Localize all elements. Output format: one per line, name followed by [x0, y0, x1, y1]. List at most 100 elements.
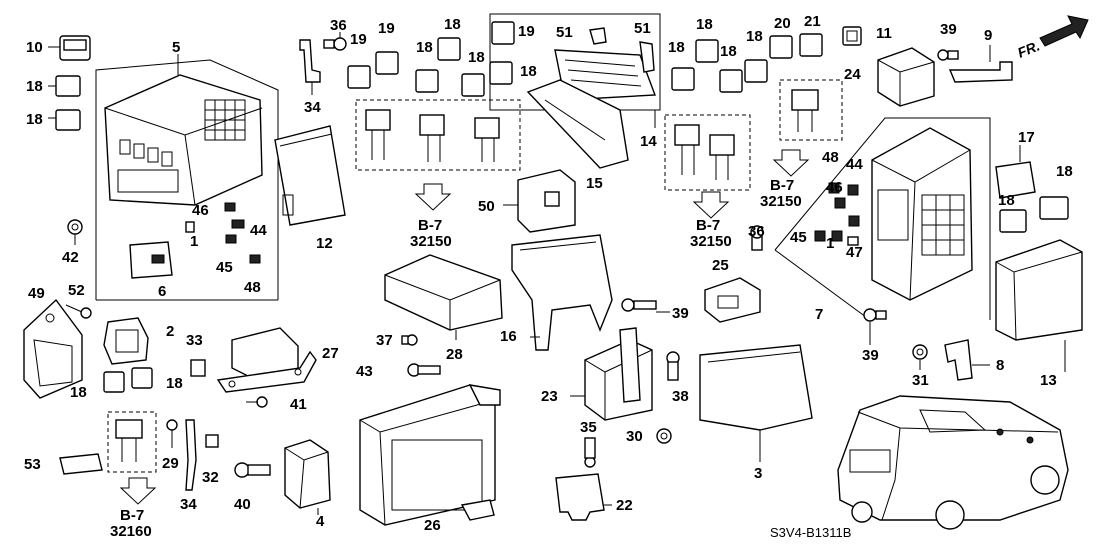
part-8-bracket	[944, 339, 990, 381]
ref-code: 32150	[690, 233, 732, 250]
label-48: 48	[822, 149, 839, 166]
part-49-sensor	[23, 298, 83, 399]
part-50-relay-box	[503, 169, 576, 233]
label-14: 14	[640, 133, 657, 150]
ref-page: B-7	[418, 217, 442, 234]
part-25-sensor	[704, 277, 761, 323]
relay-socket-group-far-right	[779, 79, 843, 141]
label-18: 18	[668, 39, 685, 56]
front-direction-arrow	[1039, 15, 1089, 47]
label-18: 18	[416, 39, 433, 56]
label-7: 7	[815, 306, 823, 323]
part-2-switch	[103, 317, 149, 365]
part-46-fuse	[224, 202, 236, 212]
part-31-grommet	[912, 344, 928, 370]
ref-page: B-7	[120, 507, 144, 524]
fuse-box-7-assembly	[774, 117, 991, 321]
label-8: 8	[996, 357, 1004, 374]
part-18-relay-right-cluster	[671, 39, 768, 93]
label-36: 36	[330, 17, 347, 34]
part-9-bracket	[948, 45, 1013, 83]
part-16-bracket	[511, 234, 613, 351]
part-53-label	[59, 453, 103, 475]
label-16: 16	[500, 328, 517, 345]
part-11-module	[877, 47, 935, 107]
part-6-cover	[129, 241, 173, 279]
label-36: 36	[748, 223, 765, 240]
label-32: 32	[202, 469, 219, 486]
label-26: 26	[424, 517, 441, 534]
callout-labels: 10 5 18 18 36 19 19 18 18 18 18 19 51 51…	[24, 13, 1073, 534]
part-19-relay-a	[347, 65, 371, 89]
part-26-ecu	[359, 384, 501, 526]
label-39: 39	[862, 347, 879, 364]
label-19: 19	[378, 20, 395, 37]
label-34: 34	[304, 99, 321, 116]
label-47: 47	[846, 244, 863, 261]
part-17-relay	[995, 145, 1036, 199]
vehicle-silhouette	[837, 395, 1069, 530]
part-38-bolt	[666, 351, 680, 381]
part-23-module	[570, 327, 653, 421]
part-35-bolt	[584, 437, 596, 468]
part-18-relay-left-1	[48, 75, 81, 97]
reference-arrow-2	[692, 191, 730, 219]
part-42-grommet	[67, 219, 83, 245]
reference-label-2: B-7 32150	[690, 217, 732, 250]
label-20: 20	[774, 15, 791, 32]
label-34: 34	[180, 496, 197, 513]
part-34-clip-bottom	[185, 419, 197, 491]
label-10: 10	[26, 39, 43, 56]
label-15: 15	[586, 175, 603, 192]
label-19: 19	[350, 31, 367, 48]
label-43: 43	[356, 363, 373, 380]
part-19-relay-c	[491, 21, 515, 45]
label-1: 1	[826, 235, 834, 252]
label-18: 18	[1056, 163, 1073, 180]
part-22-relay	[555, 473, 612, 521]
label-53: 53	[24, 456, 41, 473]
part-37-bolt	[401, 334, 418, 346]
label-39: 39	[672, 305, 689, 322]
part-15-cover	[526, 79, 629, 169]
diagram-code: S3V4-B1311B	[770, 525, 851, 540]
label-18: 18	[696, 16, 713, 33]
label-46: 46	[826, 179, 843, 196]
label-27: 27	[322, 345, 339, 362]
label-42: 42	[62, 249, 79, 266]
part-43-bolt	[407, 363, 441, 377]
part-34-clip-top	[299, 39, 321, 95]
label-9: 9	[984, 27, 992, 44]
part-12-control-unit	[274, 125, 346, 226]
label-11: 11	[876, 25, 892, 42]
part-36-bolt-center	[750, 225, 764, 251]
part-39-bolt-center	[621, 298, 670, 313]
part-3-bracket	[699, 344, 813, 462]
part-33-nut	[190, 359, 206, 377]
label-45: 45	[790, 229, 807, 246]
label-45: 45	[216, 259, 233, 276]
label-30: 30	[626, 428, 643, 445]
label-37: 37	[376, 332, 393, 349]
part-41-screw	[246, 396, 268, 408]
reference-arrow-4	[119, 477, 157, 505]
part-32-nut	[205, 434, 219, 448]
ref-code: 32160	[110, 523, 152, 540]
part-29-screw	[166, 419, 178, 448]
part-40-bolt	[234, 462, 271, 478]
ref-page: B-7	[770, 177, 794, 194]
relay-socket-group-right	[664, 114, 751, 191]
label-48: 48	[244, 279, 261, 296]
label-51: 51	[556, 24, 573, 41]
label-44: 44	[250, 222, 267, 239]
relay-socket-group-bottom-left	[107, 411, 157, 473]
label-21: 21	[804, 13, 821, 30]
part-18-relay-right-a	[1039, 196, 1069, 220]
label-5: 5	[172, 39, 180, 56]
ref-page: B-7	[696, 217, 720, 234]
label-2: 2	[166, 323, 174, 340]
part-36-bolt-top	[323, 32, 347, 51]
label-18: 18	[746, 28, 763, 45]
